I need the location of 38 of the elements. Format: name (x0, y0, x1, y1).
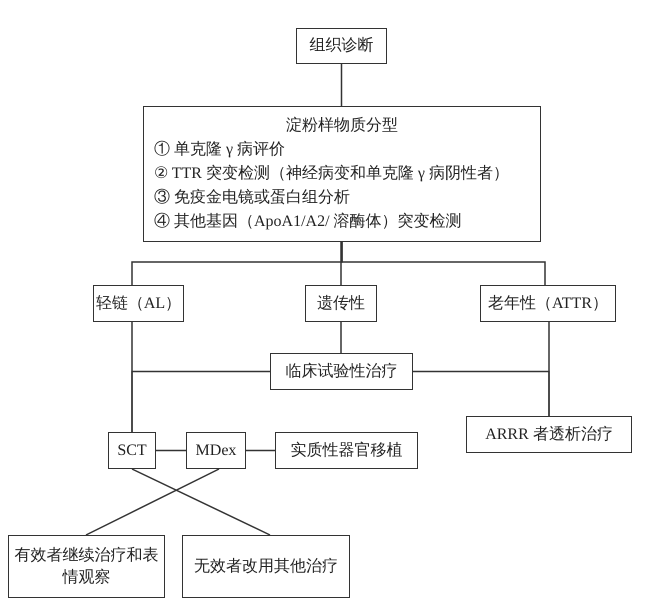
box-label: 临床试验性治疗 (286, 362, 398, 382)
list-item: ② TTR 突变检测（神经病变和单克隆 γ 病阴性者） (154, 164, 509, 184)
process-box (466, 416, 632, 453)
connector-line (340, 64, 342, 106)
connector-line (156, 450, 186, 452)
process-box (275, 432, 418, 469)
connector-line (246, 450, 275, 452)
list-item: ④ 其他基因（ApoA1/A2/ 溶酶体）突变检测 (154, 212, 462, 232)
box-label: SCT (117, 440, 147, 460)
box-label: MDex (196, 440, 236, 460)
connector-line (341, 242, 546, 285)
process-box (182, 535, 350, 598)
process-box (93, 285, 184, 322)
process-box (270, 353, 413, 390)
process-box (8, 535, 165, 598)
list-item: ③ 免疫金电镜或蛋白组分析 (154, 188, 350, 208)
connector-line (413, 370, 550, 416)
box-label: 遗传性 (317, 294, 365, 314)
connector-line (340, 242, 342, 285)
box-label: 实质性器官移植 (290, 440, 402, 460)
box-label: 有效者继续治疗和表情观察 (14, 546, 160, 588)
box-heading: 淀粉样物质分型 (286, 116, 398, 136)
process-box (305, 285, 377, 322)
process-box (480, 285, 616, 322)
box-label: ARRR 者透析治疗 (485, 424, 613, 444)
box-label: 老年性（ATTR） (488, 294, 608, 314)
process-box (108, 432, 156, 469)
process-box (143, 106, 541, 242)
connector-line (131, 370, 270, 432)
connector-line (340, 322, 342, 353)
box-label: 组织诊断 (310, 36, 374, 56)
box-label: 轻链（AL） (96, 294, 182, 314)
box-label: 无效者改用其他治疗 (194, 556, 338, 576)
list-item: ① 单克隆 γ 病评价 (154, 140, 286, 160)
process-box (296, 28, 387, 64)
process-box (186, 432, 246, 469)
connector-line (86, 468, 220, 536)
connector-line (132, 468, 270, 536)
